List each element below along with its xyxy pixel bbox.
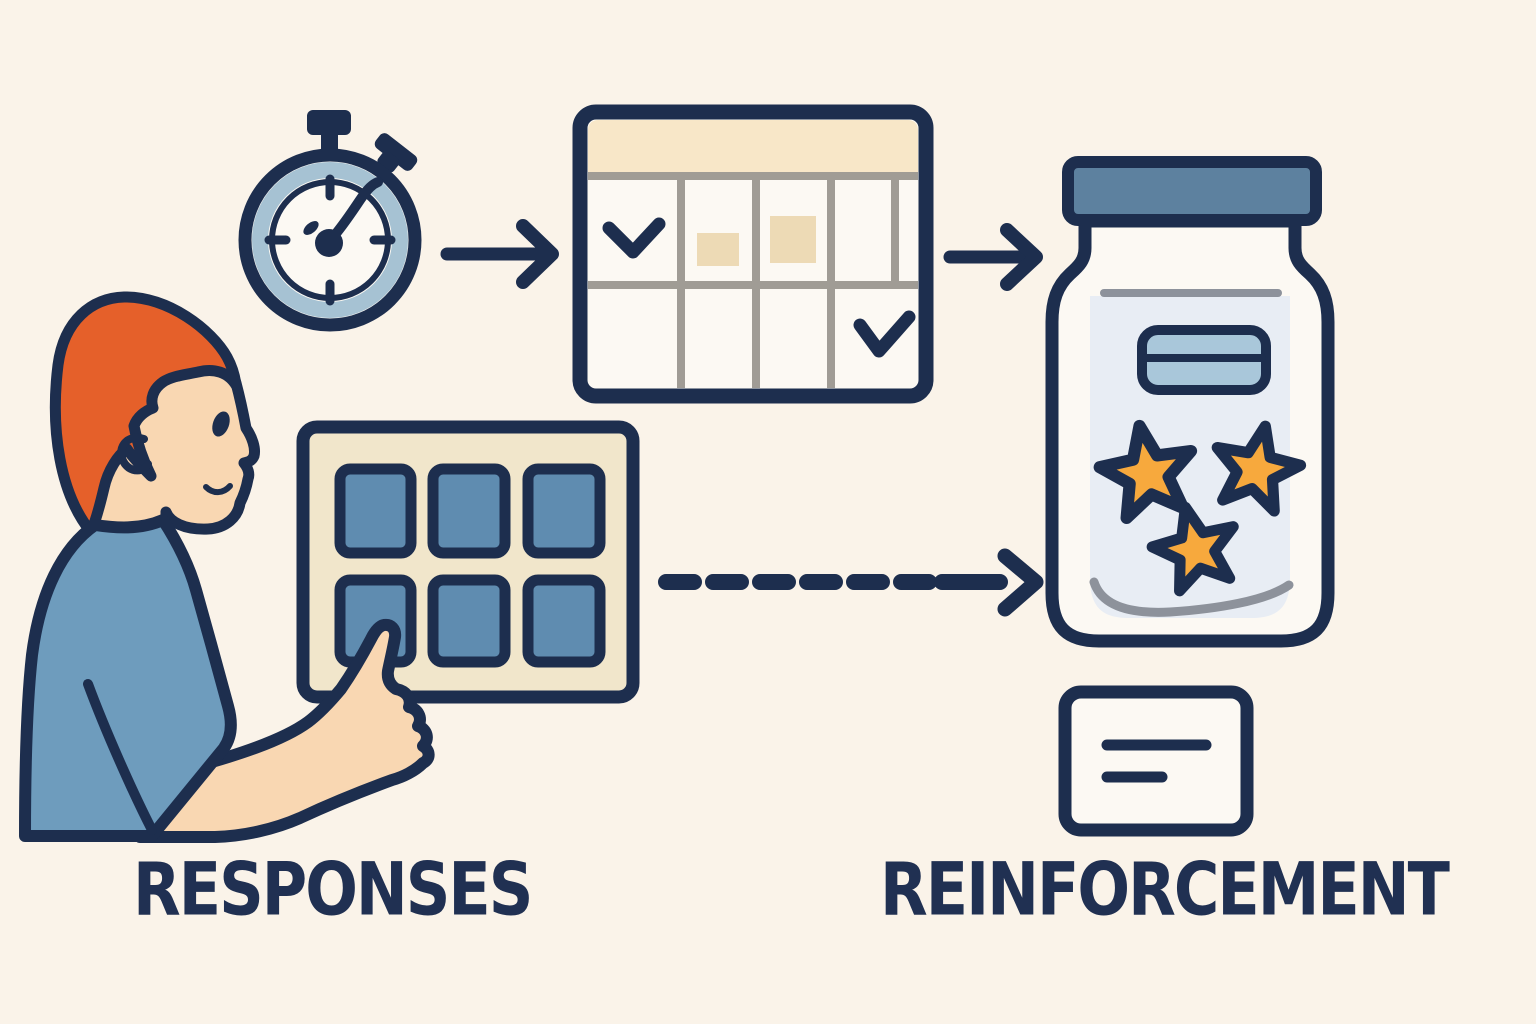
arrow-calendar-to-jar — [943, 223, 1043, 291]
panel-button — [522, 574, 606, 668]
stopwatch-icon — [238, 110, 422, 332]
jar-lid — [1062, 156, 1322, 226]
jar-inner-shadow — [1089, 577, 1294, 617]
jar-icon — [1045, 156, 1335, 648]
person-shirt — [19, 514, 237, 842]
person-nose-line — [239, 457, 256, 467]
calendar-filled-day-large — [770, 216, 816, 263]
card-icon — [1058, 685, 1254, 837]
person-icon — [19, 291, 435, 843]
stopwatch-crown — [307, 110, 351, 135]
star-icon — [1146, 501, 1239, 597]
person-eye — [212, 411, 230, 437]
card-body — [1058, 685, 1254, 837]
person-arm-hand — [134, 618, 435, 843]
stopwatch-hand-hub — [315, 229, 343, 257]
panel-button — [427, 463, 511, 559]
person-sleeve-crease — [83, 679, 157, 835]
calendar-checkmark-1 — [602, 217, 666, 259]
calendar-gridlines — [588, 172, 918, 388]
jar-label — [1137, 325, 1271, 395]
jar-stars — [1093, 419, 1307, 597]
reinforcement-label: REINFORCEMENT — [880, 845, 1450, 933]
arrow-stopwatch-to-calendar — [440, 219, 559, 289]
person-hair — [49, 291, 242, 538]
star-icon — [1211, 420, 1307, 517]
panel-button — [334, 463, 417, 559]
calendar-filled-day-small — [697, 233, 739, 266]
arrow-dashed-responses-to-jar — [658, 548, 1044, 617]
calendar-header-band — [588, 120, 918, 172]
person-mouth — [203, 483, 233, 496]
stopwatch-ticks — [264, 174, 396, 306]
calendar-grid-icon — [572, 104, 934, 404]
person-ear — [117, 433, 152, 475]
stopwatch-hub-notch — [303, 221, 319, 235]
panel-button — [522, 463, 606, 559]
panel-button — [427, 574, 511, 668]
stopwatch-hand — [329, 177, 383, 241]
stopwatch-band — [252, 162, 408, 318]
button-grid-icon — [296, 420, 640, 704]
star-icon — [1093, 419, 1198, 525]
calendar-checkmark-2 — [853, 310, 916, 358]
responses-label: RESPONSES — [133, 845, 533, 933]
